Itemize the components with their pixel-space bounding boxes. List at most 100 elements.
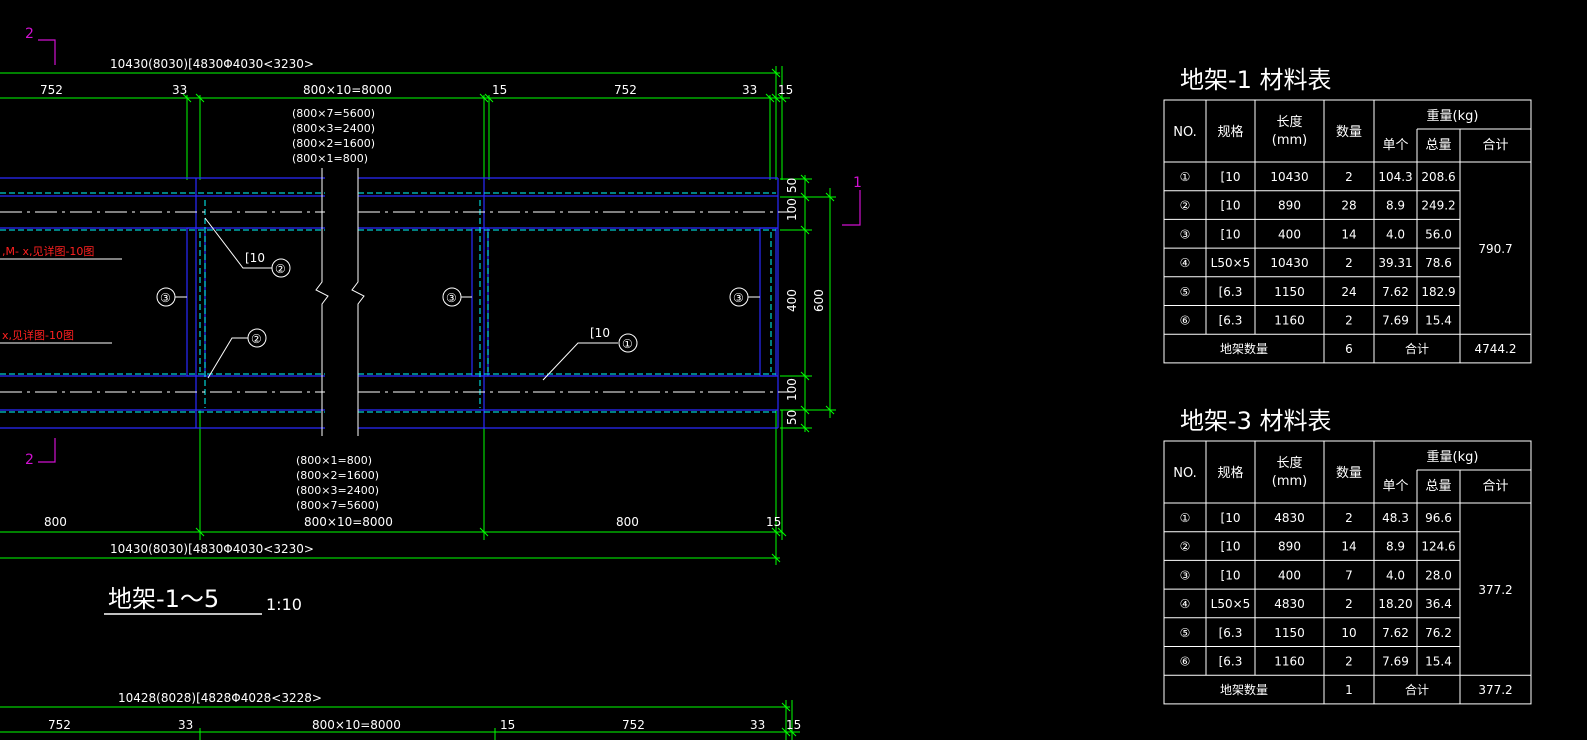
table-cell-unit: 4.0 — [1386, 227, 1405, 241]
table-cell-qty: 2 — [1345, 314, 1353, 328]
lower-dim-seg-4: 15 — [500, 718, 515, 732]
table-cell-total: 56.0 — [1425, 227, 1452, 241]
table-cell-total: 15.4 — [1425, 314, 1452, 328]
table-cell-unit: 8.9 — [1386, 540, 1405, 554]
callouts — [156, 217, 760, 381]
table-cell-total: 28.0 — [1425, 568, 1452, 582]
table-cell-length: 1150 — [1274, 285, 1305, 299]
header-length-unit: (mm) — [1272, 474, 1307, 489]
right-dim-2: 100 — [785, 198, 799, 221]
table-cell-no: ⑥ — [1180, 314, 1191, 328]
callout-spec-2: [10 — [590, 326, 610, 340]
top-dim-seg-6: 33 — [742, 83, 757, 97]
table-cell-unit: 7.62 — [1382, 285, 1409, 299]
table-cell-no: ④ — [1180, 256, 1191, 270]
header-unit: 单个 — [1382, 479, 1408, 494]
table-cell-unit: 7.69 — [1382, 314, 1409, 328]
bottom-dim-seg-2: 800×10=8000 — [304, 515, 393, 529]
right-dim-4: 100 — [785, 378, 799, 401]
table-subtotal: 377.2 — [1478, 583, 1512, 597]
right-dim-5: 50 — [785, 410, 799, 425]
table-cell-qty: 2 — [1345, 256, 1353, 270]
section-marks — [38, 39, 861, 463]
table-cell-length: 1160 — [1274, 655, 1305, 669]
top-dim-seg-3: 800×10=8000 — [303, 83, 392, 97]
lower-dim-seg-7: 15 — [786, 718, 801, 732]
top-dim-seg-1: 752 — [40, 83, 63, 97]
frame-members — [0, 177, 779, 429]
table-cell-spec: [10 — [1221, 540, 1241, 554]
header-spec: 规格 — [1217, 465, 1243, 481]
table-cell-total: 208.6 — [1421, 170, 1455, 184]
header-qty: 数量 — [1336, 466, 1362, 481]
table-cell-unit: 18.20 — [1378, 597, 1412, 611]
header-no: NO. — [1173, 466, 1197, 481]
table-cell-spec: L50×5 — [1211, 597, 1251, 611]
callout-num-1: ① — [622, 337, 633, 351]
table-cell-unit: 4.0 — [1386, 568, 1405, 582]
header-sum: 合计 — [1482, 479, 1508, 494]
header-sum: 合计 — [1482, 138, 1508, 153]
header-total: 总量 — [1425, 138, 1451, 153]
table-cell-length: 400 — [1278, 568, 1301, 582]
table-cell-no: ② — [1180, 199, 1191, 213]
table-cell-total: 96.6 — [1425, 511, 1452, 525]
footer-label: 地架数量 — [1220, 341, 1268, 356]
table-cell-qty: 14 — [1341, 540, 1356, 554]
leader-note-red-2: x,见详图-10图 — [2, 328, 74, 342]
lower-dim-seg-6: 33 — [750, 718, 765, 732]
header-unit: 单个 — [1382, 138, 1408, 153]
lower-dim-seg-2: 33 — [178, 718, 193, 732]
table-cell-spec: [10 — [1221, 511, 1241, 525]
table-cell-spec: [10 — [1221, 170, 1241, 184]
centerlines — [0, 211, 790, 393]
table-cell-no: ④ — [1180, 597, 1191, 611]
table-cell-qty: 28 — [1341, 199, 1356, 213]
header-length: 长度 — [1276, 114, 1302, 130]
footer-sum: 4744.2 — [1475, 342, 1517, 356]
table-cell-spec: [6.3 — [1219, 626, 1243, 640]
table-cell-total: 249.2 — [1421, 199, 1455, 213]
footer-sum-label: 合计 — [1405, 341, 1429, 356]
table-cell-spec: [10 — [1221, 568, 1241, 582]
table-cell-spec: [6.3 — [1219, 314, 1243, 328]
top-dim-seg-4: 15 — [492, 83, 507, 97]
lower-dim-seg-3: 800×10=8000 — [312, 718, 401, 732]
footer-label: 地架数量 — [1220, 682, 1268, 697]
table-cell-length: 890 — [1278, 199, 1301, 213]
table-cell-length: 890 — [1278, 540, 1301, 554]
bottom-dim-seg-1: 800 — [44, 515, 67, 529]
header-qty: 数量 — [1336, 125, 1362, 140]
table-title: 地架-3 材料表 — [1180, 407, 1332, 435]
table-cell-unit: 39.31 — [1378, 256, 1412, 270]
table-cell-length: 4830 — [1274, 597, 1305, 611]
right-dim-3: 400 — [785, 289, 799, 312]
bottom-dim-seg-4: 15 — [766, 515, 781, 529]
pitch-note-bottom-4: (800×7=5600) — [296, 499, 379, 512]
header-length: 长度 — [1276, 455, 1302, 471]
footer-sum-label: 合计 — [1405, 682, 1429, 697]
callout-num-2a: ② — [275, 262, 286, 276]
lower-overall-dim: 10428(8028)[4828Φ4028<3228> — [118, 691, 322, 705]
pitch-note-top-2: (800×3=2400) — [292, 122, 375, 135]
lower-dim-seg-1: 752 — [48, 718, 71, 732]
header-weight: 重量(kg) — [1427, 108, 1479, 124]
table-cell-length: 1160 — [1274, 314, 1305, 328]
table-subtotal: 790.7 — [1478, 242, 1512, 256]
table-cell-qty: 2 — [1345, 170, 1353, 184]
table-cell-total: 124.6 — [1421, 540, 1455, 554]
right-dim-1: 50 — [785, 178, 799, 193]
header-total: 总量 — [1425, 479, 1451, 494]
pitch-note-bottom-2: (800×2=1600) — [296, 469, 379, 482]
table-cell-qty: 2 — [1345, 655, 1353, 669]
footer-qty: 1 — [1345, 683, 1353, 697]
pitch-note-top-1: (800×7=5600) — [292, 107, 375, 120]
section-mark-top-label: 2 — [25, 26, 34, 42]
header-no: NO. — [1173, 125, 1197, 140]
header-length-unit: (mm) — [1272, 133, 1307, 148]
table-cell-length: 400 — [1278, 227, 1301, 241]
table-cell-qty: 14 — [1341, 227, 1356, 241]
right-dim-texts: 50 100 400 100 50 600 — [785, 178, 826, 425]
table-cell-spec: [6.3 — [1219, 655, 1243, 669]
